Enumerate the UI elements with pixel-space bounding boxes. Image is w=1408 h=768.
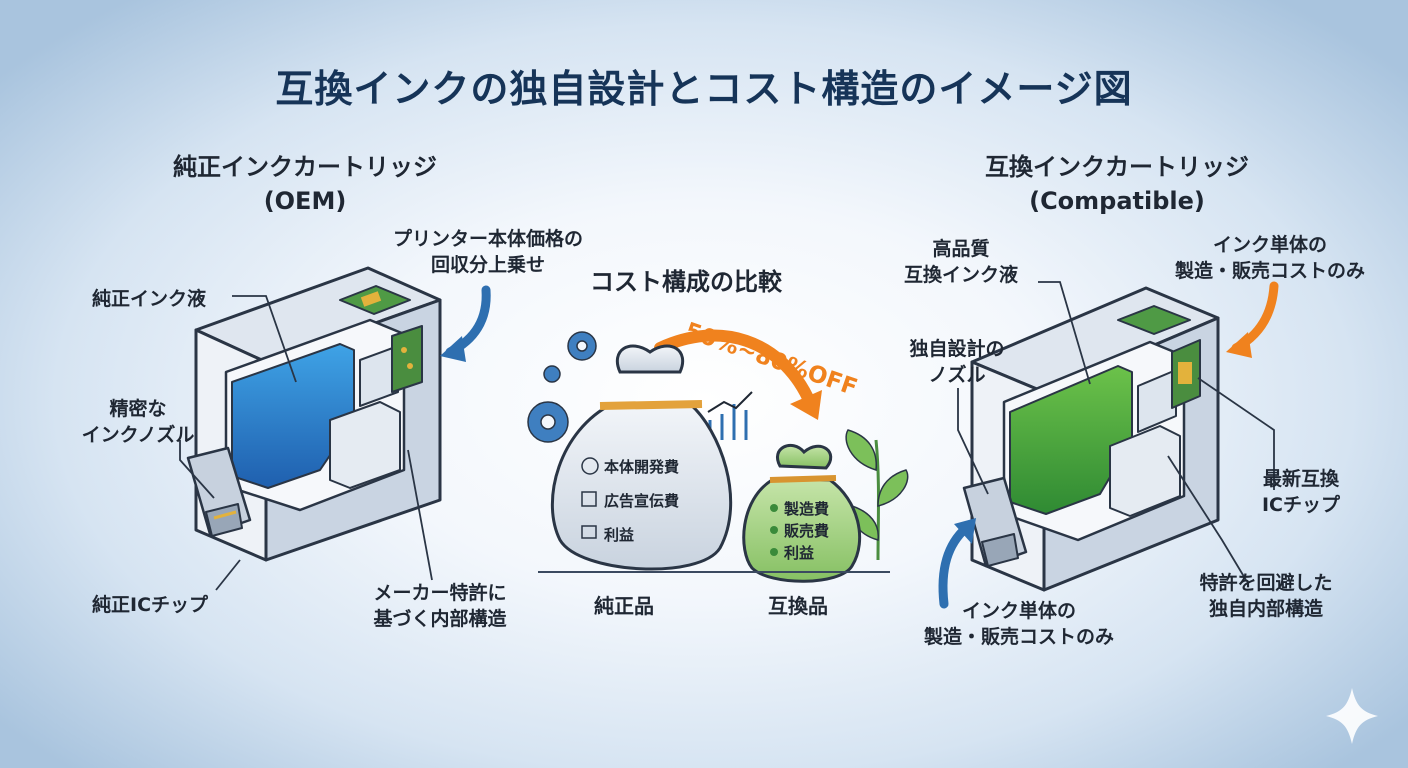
compat-ink-label: 高品質 互換インク液 — [876, 236, 1046, 288]
oem-markup-label: プリンター本体価格の 回収分上乗せ — [368, 226, 608, 278]
compat-structure-line2: 独自内部構造 — [1208, 598, 1323, 620]
growth-chart-icon — [707, 391, 753, 440]
oem-nozzle-label: 精密な インクノズル — [68, 396, 208, 448]
compat-bag-item: 製造費 — [784, 500, 830, 518]
oem-heading-line1: 純正インクカートリッジ — [173, 153, 437, 181]
compat-chip-line1: 最新互換 — [1262, 468, 1339, 490]
oem-structure-line1: メーカー特許に — [373, 582, 507, 604]
compat-cost-top-line1: インク単体の — [1212, 234, 1327, 256]
sparkle-icon — [1326, 688, 1378, 744]
compat-heading: 互換インクカートリッジ (Compatible) — [942, 150, 1292, 218]
compat-chip-label: 最新互換 ICチップ — [1236, 466, 1366, 518]
compat-cost-top-line2: 製造・販売コストのみ — [1174, 260, 1365, 282]
compat-heading-line1: 互換インクカートリッジ — [985, 153, 1249, 181]
oem-structure-label: メーカー特許に 基づく内部構造 — [350, 580, 530, 632]
oem-money-bag — [550, 344, 733, 571]
oem-heading-line2: (OEM) — [263, 187, 347, 215]
oem-ink-label: 純正インク液 — [92, 288, 207, 310]
compat-cost-bottom-line2: 製造・販売コストのみ — [923, 626, 1114, 648]
oem-bag-item: 利益 — [604, 526, 635, 544]
oem-nozzle-line2: インクノズル — [81, 424, 195, 446]
oem-heading: 純正インクカートリッジ (OEM) — [140, 150, 470, 218]
compat-structure-line1: 特許を回避した — [1199, 572, 1333, 594]
cost-heading: コスト構成の比較 — [590, 268, 782, 296]
oem-chip-label: 純正ICチップ — [92, 594, 209, 616]
compat-nozzle-line2: ノズル — [928, 364, 986, 386]
compat-ink-line2: 互換インク液 — [903, 264, 1018, 286]
compat-bag-item: 利益 — [784, 544, 815, 562]
page-title: 互換インクの独自設計とコスト構造のイメージ図 — [275, 67, 1133, 111]
gear-icon — [527, 331, 597, 443]
compat-cartridge — [962, 286, 1220, 592]
compat-cost-top-label: インク単体の 製造・販売コストのみ — [1160, 232, 1380, 284]
compat-nozzle-label: 独自設計の ノズル — [882, 336, 1032, 388]
oem-markup-line1: プリンター本体価格の — [392, 228, 583, 250]
oem-bag-item: 本体開発費 — [604, 458, 680, 476]
oem-markup-line2: 回収分上乗せ — [430, 254, 545, 276]
compat-nozzle-line1: 独自設計の — [909, 338, 1005, 360]
oem-cartridge — [186, 266, 442, 562]
oem-nozzle-line1: 精密な — [109, 398, 167, 420]
oem-bag-item: 広告宣伝費 — [604, 492, 680, 510]
compat-product-label: 互換品 — [768, 594, 828, 618]
compat-ink-line1: 高品質 — [932, 238, 990, 260]
compat-cost-bottom-label: インク単体の 製造・販売コストのみ — [904, 598, 1134, 650]
oem-product-label: 純正品 — [594, 594, 654, 618]
compat-chip-line2: ICチップ — [1261, 494, 1340, 516]
oem-structure-line2: 基づく内部構造 — [373, 608, 507, 630]
compat-structure-label: 特許を回避した 独自内部構造 — [1176, 570, 1356, 622]
compat-heading-line2: (Compatible) — [1029, 187, 1205, 215]
compat-bag-item: 販売費 — [784, 522, 830, 540]
compat-cost-bottom-line1: インク単体の — [961, 600, 1076, 622]
